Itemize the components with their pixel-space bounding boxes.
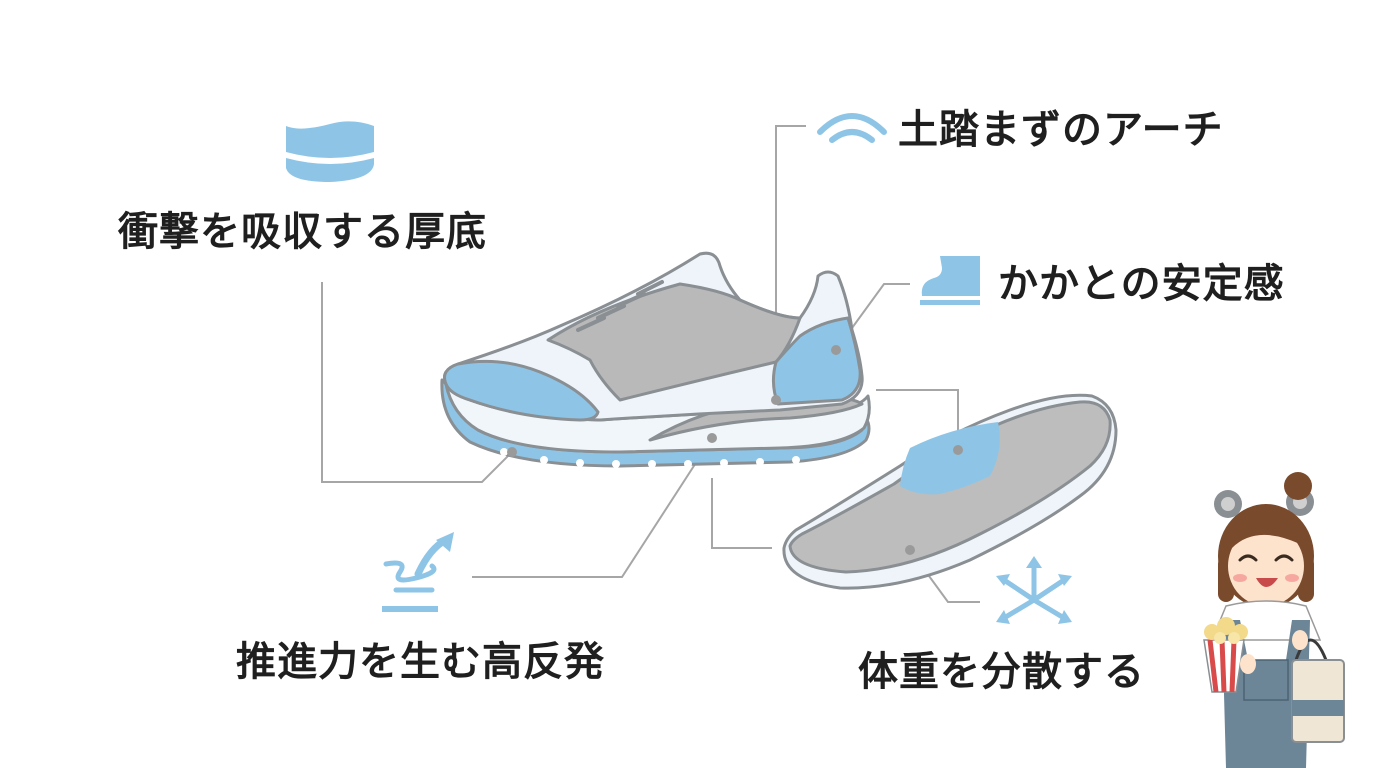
leader-arch	[775, 125, 806, 400]
insole-arch-support	[900, 422, 1000, 495]
shoe-tread	[500, 448, 800, 468]
leader-insole-arch	[876, 389, 959, 448]
leader-lines	[321, 125, 980, 603]
label-arch: 土踏まずのアーチ	[898, 107, 1224, 153]
leader-cushion	[321, 282, 513, 483]
insole-illustration	[782, 393, 1118, 590]
mascot-character	[1203, 472, 1345, 768]
label-heel: かかとの安定感	[998, 261, 1285, 307]
label-weight: 体重を分散する	[858, 649, 1145, 695]
leader-rebound	[472, 437, 713, 578]
shoe-illustration	[440, 251, 871, 468]
spread-arrows-icon	[996, 556, 1072, 624]
label-rebound: 推進力を生む高反発	[236, 639, 605, 685]
shoe-laces	[576, 280, 664, 332]
arch-wave-icon	[817, 113, 887, 143]
thick-sole-block-icon	[286, 121, 374, 182]
label-cushion: 衝撃を吸収する厚底	[118, 209, 487, 255]
shoe-toe-cap	[443, 359, 600, 422]
leader-insole-heel	[711, 478, 772, 549]
heel-boot-icon	[920, 256, 980, 305]
spring-arrow-icon	[382, 532, 454, 612]
leader-dots	[507, 345, 963, 555]
